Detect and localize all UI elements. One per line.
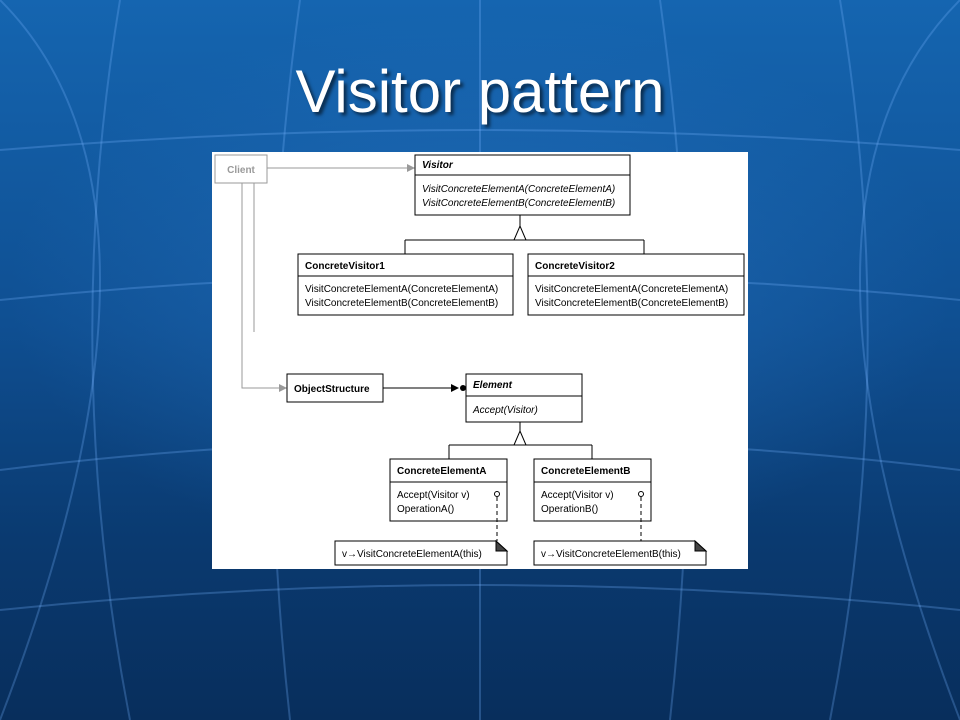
concrete-element-b-name: ConcreteElementB (541, 466, 630, 477)
concrete-visitor-1-name: ConcreteVisitor1 (305, 261, 385, 272)
note-a-text: v→VisitConcreteElementA(this) (342, 549, 482, 560)
concrete-element-a-name: ConcreteElementA (397, 466, 486, 477)
concrete-visitor-1-op-1: VisitConcreteElementA(ConcreteElementA) (305, 284, 498, 295)
element-name: Element (473, 380, 513, 391)
concrete-element-b-op-1: Accept(Visitor v) (541, 490, 614, 501)
client-label: Client (227, 165, 255, 176)
object-structure-name: ObjectStructure (294, 384, 370, 395)
client-to-objectstructure-arrow (241, 183, 287, 392)
concrete-visitor-2-name: ConcreteVisitor2 (535, 261, 615, 272)
visitor-op-2: VisitConcreteElementB(ConcreteElementB) (422, 198, 615, 209)
uml-canvas: Client Visitor VisitConcreteElementA(Con… (214, 154, 745, 566)
slide-title: Visitor pattern (295, 58, 665, 125)
concrete-visitor-2-op-1: VisitConcreteElementA(ConcreteElementA) (535, 284, 728, 295)
concrete-element-b-class: ConcreteElementB Accept(Visitor v) Opera… (533, 458, 652, 522)
uml-diagram: Client Visitor VisitConcreteElementA(Con… (212, 152, 748, 569)
visitor-class: Visitor VisitConcreteElementA(ConcreteEl… (414, 154, 631, 216)
element-class: Element Accept(Visitor) (465, 373, 583, 423)
concrete-visitor-1-op-2: VisitConcreteElementB(ConcreteElementB) (305, 298, 498, 309)
concrete-element-b-op-2: OperationB() (541, 504, 598, 515)
client-class: Client (214, 154, 268, 184)
visitor-op-1: VisitConcreteElementA(ConcreteElementA) (422, 184, 615, 195)
concrete-visitor-2-class: ConcreteVisitor2 VisitConcreteElementA(C… (527, 253, 745, 316)
visitor-inheritance (404, 215, 645, 254)
concrete-visitor-1-class: ConcreteVisitor1 VisitConcreteElementA(C… (297, 253, 514, 316)
object-structure-class: ObjectStructure (286, 373, 384, 403)
concrete-element-a-class: ConcreteElementA Accept(Visitor v) Opera… (389, 458, 508, 522)
note-b: v→VisitConcreteElementB(this) (533, 539, 708, 566)
concrete-element-a-op-2: OperationA() (397, 504, 454, 515)
concrete-visitor-2-op-2: VisitConcreteElementB(ConcreteElementB) (535, 298, 728, 309)
note-b-text: v→VisitConcreteElementB(this) (541, 549, 681, 560)
objectstructure-to-element-arrow (383, 384, 466, 392)
visitor-name: Visitor (422, 160, 454, 171)
note-a: v→VisitConcreteElementA(this) (334, 539, 509, 566)
concrete-element-a-op-1: Accept(Visitor v) (397, 490, 470, 501)
element-op-1: Accept(Visitor) (472, 405, 538, 416)
element-inheritance (448, 422, 593, 459)
